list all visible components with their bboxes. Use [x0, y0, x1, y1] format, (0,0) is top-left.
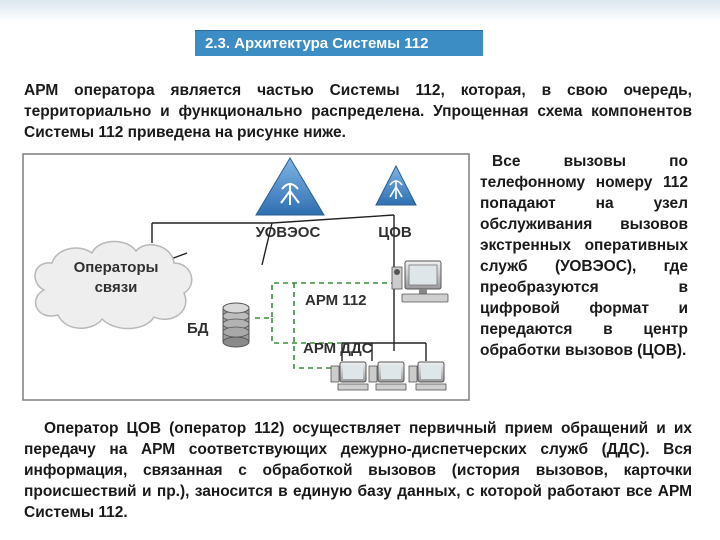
arm-dds-label: АРМ ДДС [303, 340, 373, 357]
bottom-paragraph: Оператор ЦОВ (оператор 112) осуществляет… [24, 420, 692, 521]
slide-title: 2.3. Архитектура Системы 112 [195, 30, 483, 56]
side-text: Все вызовы по телефонному номеру 112 поп… [480, 153, 688, 359]
operators-cloud: Операторы связи [34, 240, 193, 330]
tsov-node: ЦОВ [375, 164, 417, 241]
antenna-icon [280, 183, 300, 205]
intro-paragraph: АРМ оператора является частью Системы 11… [24, 82, 692, 141]
arm112-label: АРМ 112 [305, 292, 367, 309]
bd-label: БД [187, 320, 209, 337]
dds-computer-icon [408, 361, 447, 391]
dds-computer-icon [368, 361, 407, 391]
architecture-diagram: Операторы связи УОВЭОС ЦОВ [22, 153, 472, 403]
header-band [0, 0, 720, 22]
uoveos-node: УОВЭОС [255, 157, 325, 241]
tsov-label: ЦОВ [378, 224, 412, 241]
cloud-label-line1: Операторы [74, 259, 159, 276]
cloud-label-line2: связи [95, 279, 138, 296]
dds-computer-icon [330, 361, 369, 391]
side-paragraph: Все вызовы по телефонному номеру 112 поп… [480, 151, 688, 361]
uoveos-label: УОВЭОС [256, 224, 321, 241]
database-icon: БД [187, 302, 250, 348]
arm112-workstation-icon: АРМ 112 [305, 260, 449, 309]
